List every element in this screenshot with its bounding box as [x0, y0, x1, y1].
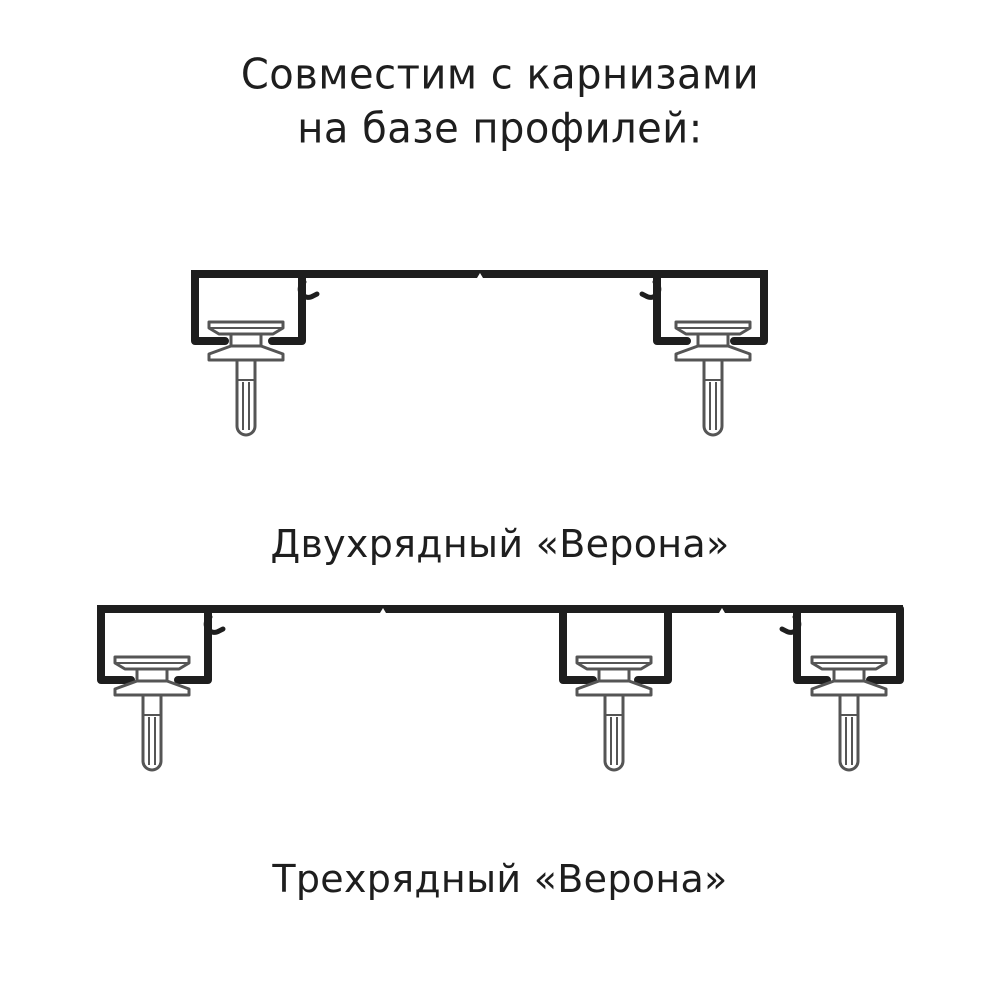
- runner-stem: [603, 693, 625, 772]
- channel-hook: [297, 279, 320, 300]
- runner-bottom-flange: [674, 344, 752, 362]
- runner-bottom-flange: [810, 679, 888, 697]
- profile-notch: [477, 273, 483, 278]
- profile-notch: [719, 608, 725, 613]
- channel-hook: [779, 614, 802, 635]
- runner-pin: [709, 382, 717, 430]
- channel-left-wall: [559, 605, 597, 684]
- runner-stem: [235, 358, 257, 437]
- profile-label-triple: Трехрядный «Верона»: [272, 857, 728, 901]
- runner-neck: [832, 667, 866, 683]
- channel-right-wall: [730, 270, 768, 345]
- channel-left-wall: [191, 270, 229, 345]
- channel-right-wall: [866, 605, 904, 684]
- profile-label-double: Двухрядный «Верона»: [270, 522, 730, 566]
- runner-stem: [141, 693, 163, 772]
- runner-pin: [610, 717, 618, 765]
- runner-pin: [148, 717, 156, 765]
- channel-hook: [203, 614, 226, 635]
- channel-right-wall: [174, 605, 212, 684]
- runner-pin: [242, 382, 250, 430]
- runner-pin: [845, 717, 853, 765]
- profile-notch: [380, 608, 386, 613]
- runner-neck: [229, 332, 263, 348]
- runner-neck: [135, 667, 169, 683]
- channel-left-wall: [97, 605, 135, 684]
- heading-line-2: на базе профилей:: [297, 104, 703, 154]
- runner-bottom-flange: [113, 679, 191, 697]
- runner-bottom-flange: [207, 344, 285, 362]
- runner-stem: [838, 693, 860, 772]
- runner-neck: [696, 332, 730, 348]
- profile-top-bar: [97, 605, 903, 613]
- heading-line-1: Совместим с карнизами: [240, 50, 760, 100]
- runner-stem: [702, 358, 724, 437]
- runner-bottom-flange: [575, 679, 653, 697]
- channel-hook: [639, 279, 662, 300]
- runner-neck: [597, 667, 631, 683]
- channel-right-wall: [634, 605, 672, 684]
